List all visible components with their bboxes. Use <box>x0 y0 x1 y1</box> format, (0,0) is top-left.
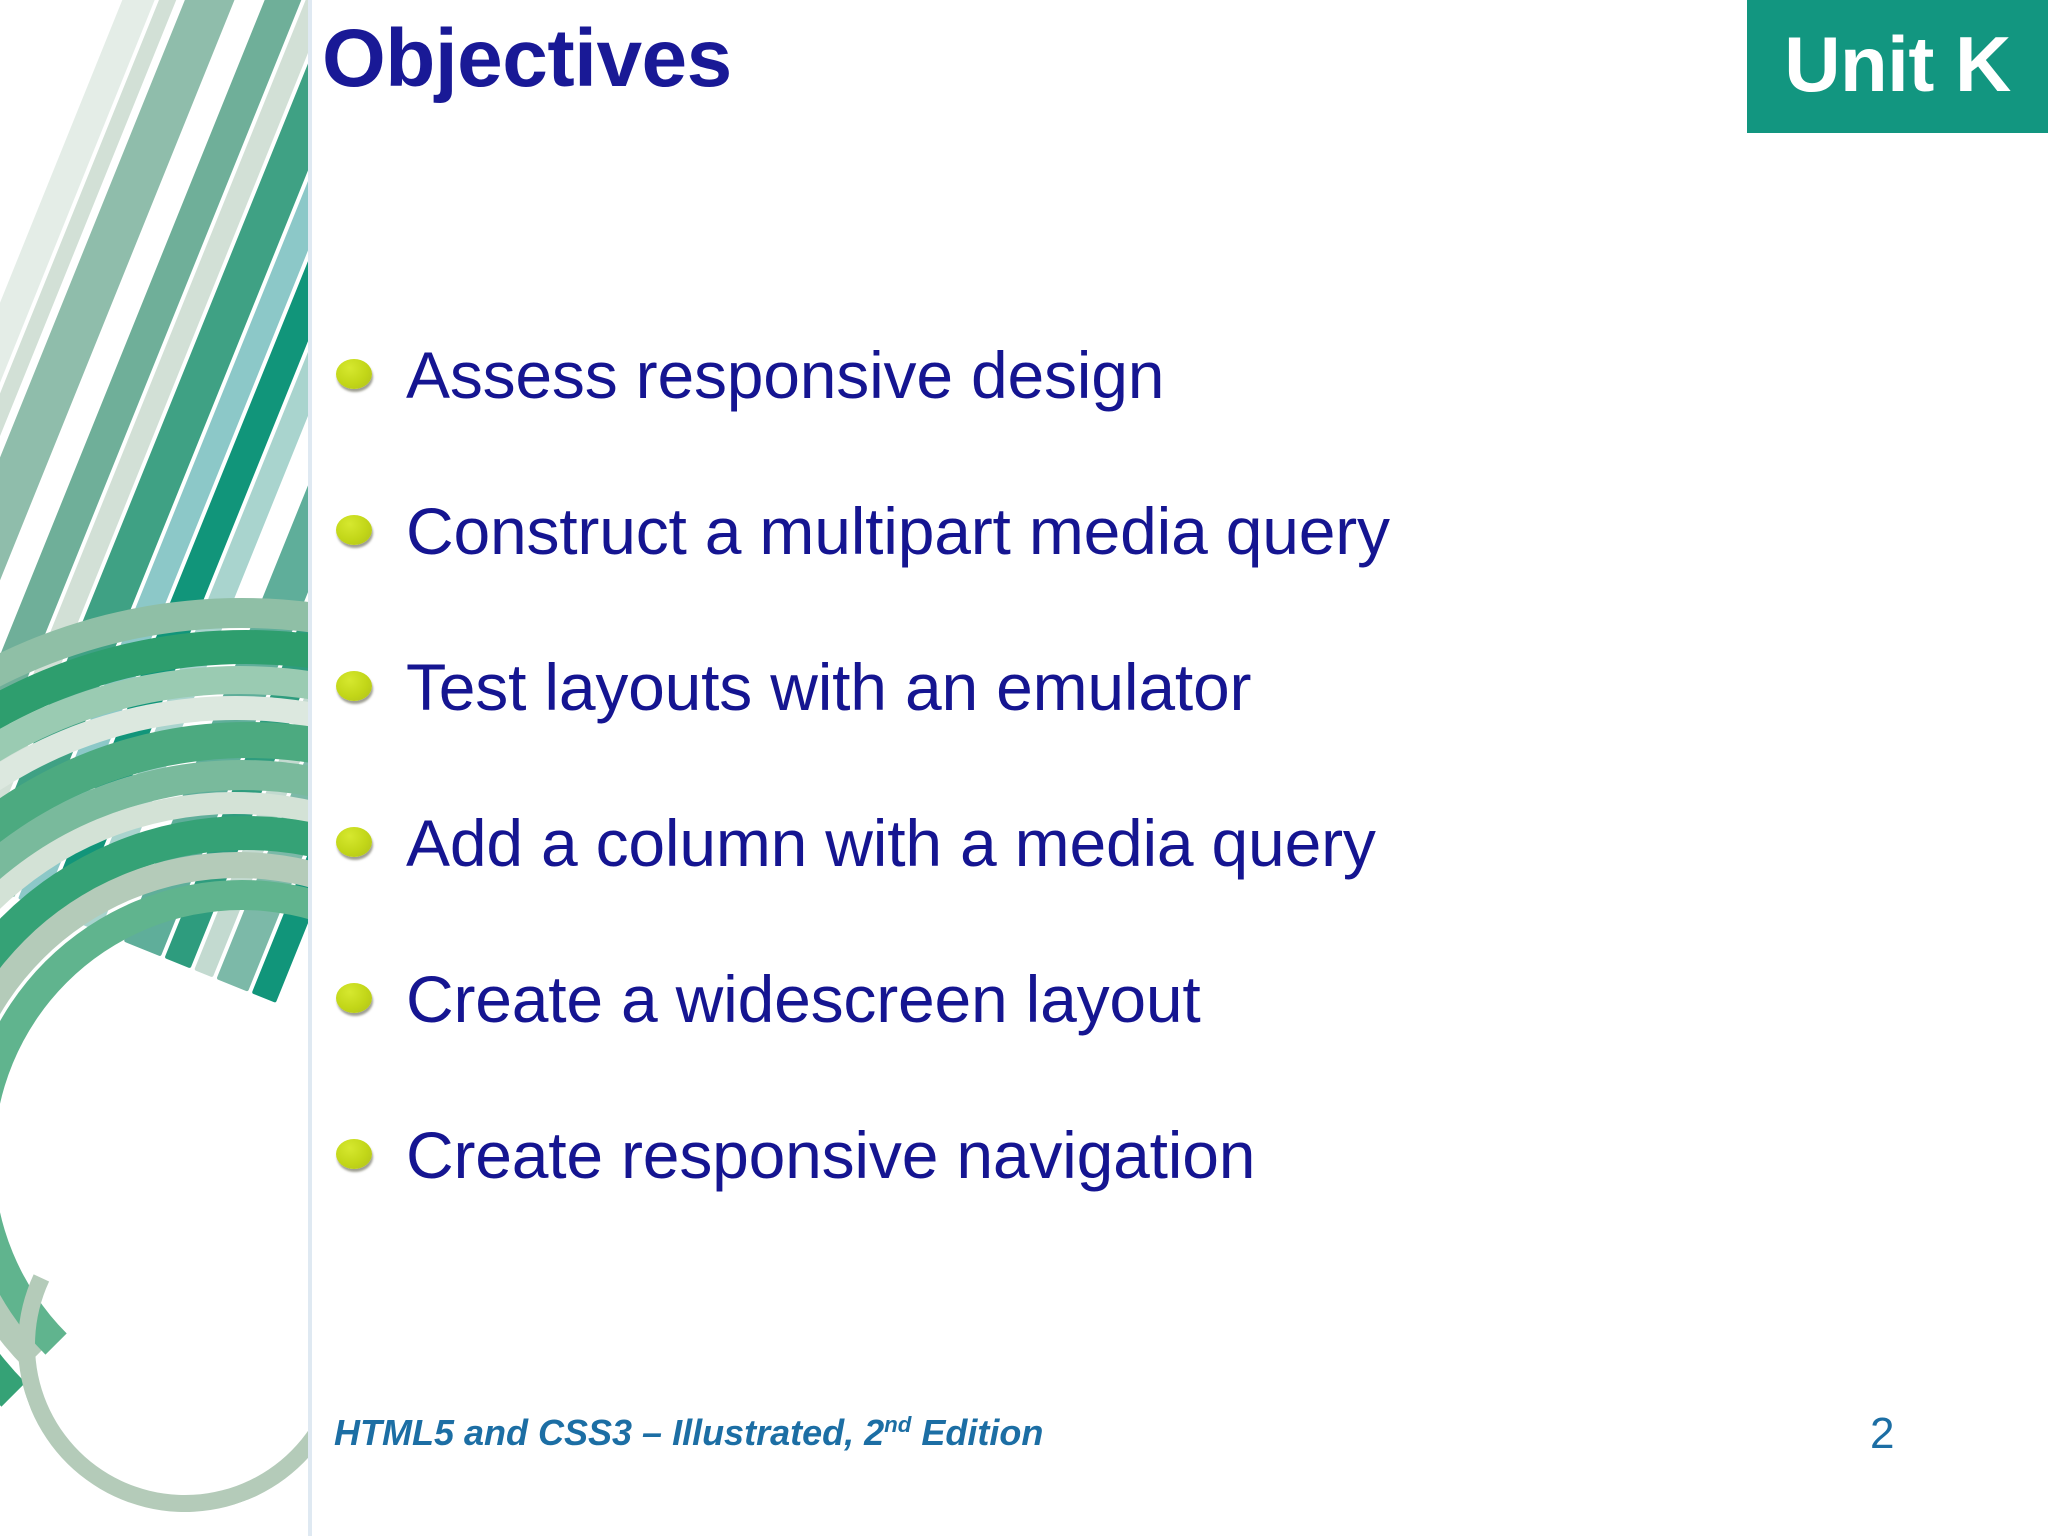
bullet-dot-icon <box>336 671 372 701</box>
objectives-list: Assess responsive design Construct a mul… <box>336 298 1996 1234</box>
list-item-label: Create a widescreen layout <box>406 962 1201 1037</box>
unit-badge: Unit K <box>1747 0 2048 133</box>
list-item-label: Construct a multipart media query <box>406 494 1390 569</box>
list-item-label: Create responsive navigation <box>406 1118 1256 1193</box>
concentric-arc-group <box>0 598 312 1536</box>
bullet-dot-icon <box>336 359 372 389</box>
bullet-dot-icon <box>336 827 372 857</box>
footer-book-suffix: Edition <box>911 1412 1044 1453</box>
ribbon-decoration-graphic <box>0 0 312 1536</box>
unit-badge-label: Unit K <box>1784 19 2011 108</box>
footer-book-prefix: HTML5 and CSS3 – Illustrated, 2 <box>334 1412 885 1453</box>
list-item-label: Test layouts with an emulator <box>406 650 1252 725</box>
page-number: 2 <box>1870 1409 1895 1458</box>
bullet-dot-icon <box>336 1139 372 1169</box>
list-item: Construct a multipart media query <box>336 454 1996 610</box>
list-item: Test layouts with an emulator <box>336 610 1996 766</box>
bullet-dot-icon <box>336 983 372 1013</box>
list-item-label: Assess responsive design <box>406 338 1165 413</box>
list-item: Add a column with a media query <box>336 766 1996 922</box>
list-item: Create responsive navigation <box>336 1078 1996 1234</box>
bullet-dot-icon <box>336 515 372 545</box>
page-title: Objectives <box>322 13 732 104</box>
list-item: Assess responsive design <box>336 298 1996 454</box>
footer-edition-ordinal: nd <box>884 1412 912 1437</box>
decoration-edge-line <box>308 0 312 1536</box>
footer-book-reference: HTML5 and CSS3 – Illustrated, 2nd Editio… <box>334 1412 1043 1454</box>
list-item: Create a widescreen layout <box>336 922 1996 1078</box>
list-item-label: Add a column with a media query <box>406 806 1376 881</box>
